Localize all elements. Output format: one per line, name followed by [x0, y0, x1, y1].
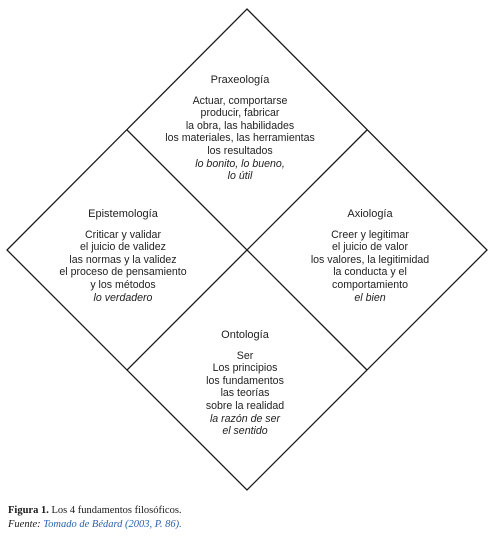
- quadrant-line: Criticar y validar: [85, 228, 161, 241]
- quadrant-line: las normas y la validez: [69, 253, 177, 266]
- quadrant-value: el bien: [354, 291, 386, 304]
- quadrant-praxeologia: Praxeología Actuar, comportarse producir…: [150, 74, 330, 183]
- inner-divider-ne-sw: [126, 129, 368, 371]
- caption-text: Los 4 fundamentos filosóficos.: [51, 505, 182, 516]
- quadrant-value: la razón de ser: [209, 412, 281, 425]
- quadrant-line: producir, fabricar: [200, 107, 280, 120]
- quadrant-value: lo útil: [227, 170, 253, 183]
- quadrant-title: Ontología: [221, 329, 269, 341]
- quadrant-line: sobre la realidad: [205, 399, 285, 412]
- source-link[interactable]: Tomado de Bédard (2003, P. 86).: [43, 519, 182, 530]
- source-label: Fuente:: [8, 519, 41, 530]
- outer-diamond: [6, 8, 488, 491]
- quadrant-line: el juicio de valor: [332, 241, 408, 254]
- quadrant-line: el juicio de validez: [80, 241, 166, 254]
- diamond-diagram: [6, 8, 488, 491]
- quadrant-line: las teorías: [220, 387, 270, 400]
- caption-line: Figura 1. Los 4 fundamentos filosóficos.: [8, 504, 182, 518]
- quadrant-ontologia: Ontología Ser Los principios los fundame…: [155, 329, 335, 438]
- quadrant-value: lo verdadero: [93, 291, 153, 304]
- source-line: Fuente: Tomado de Bédard (2003, P. 86).: [8, 518, 182, 532]
- quadrant-line: Ser: [236, 349, 254, 362]
- quadrant-value: el sentido: [222, 425, 268, 438]
- figure-caption: Figura 1. Los 4 fundamentos filosóficos.…: [8, 504, 182, 532]
- quadrant-line: Creer y legitimar: [331, 228, 409, 241]
- quadrant-line: la obra, las habilidades: [185, 119, 295, 132]
- quadrant-line: los fundamentos: [206, 374, 284, 387]
- quadrant-title: Epistemología: [88, 208, 158, 220]
- quadrant-line: el proceso de pensamiento: [59, 266, 187, 279]
- quadrant-line: comportamiento: [332, 278, 408, 291]
- quadrant-line: Actuar, comportarse: [192, 94, 288, 107]
- quadrant-line: y los métodos: [90, 278, 156, 291]
- quadrant-line: los materiales, las herramientas: [165, 132, 315, 145]
- quadrant-title: Axiología: [347, 208, 393, 220]
- quadrant-line: los resultados: [207, 144, 273, 157]
- quadrant-axiologia: Axiología Creer y legitimar el juicio de…: [282, 208, 458, 304]
- quadrant-line: la conducta y el: [333, 266, 407, 279]
- quadrant-epistemologia: Epistemología Criticar y validar el juic…: [28, 208, 218, 304]
- quadrant-line: Los principios: [212, 362, 278, 375]
- caption-label: Figura 1.: [8, 505, 49, 516]
- quadrant-line: los valores, la legitimidad: [310, 253, 430, 266]
- quadrant-value: lo bonito, lo bueno,: [195, 157, 285, 170]
- quadrant-title: Praxeología: [210, 74, 270, 86]
